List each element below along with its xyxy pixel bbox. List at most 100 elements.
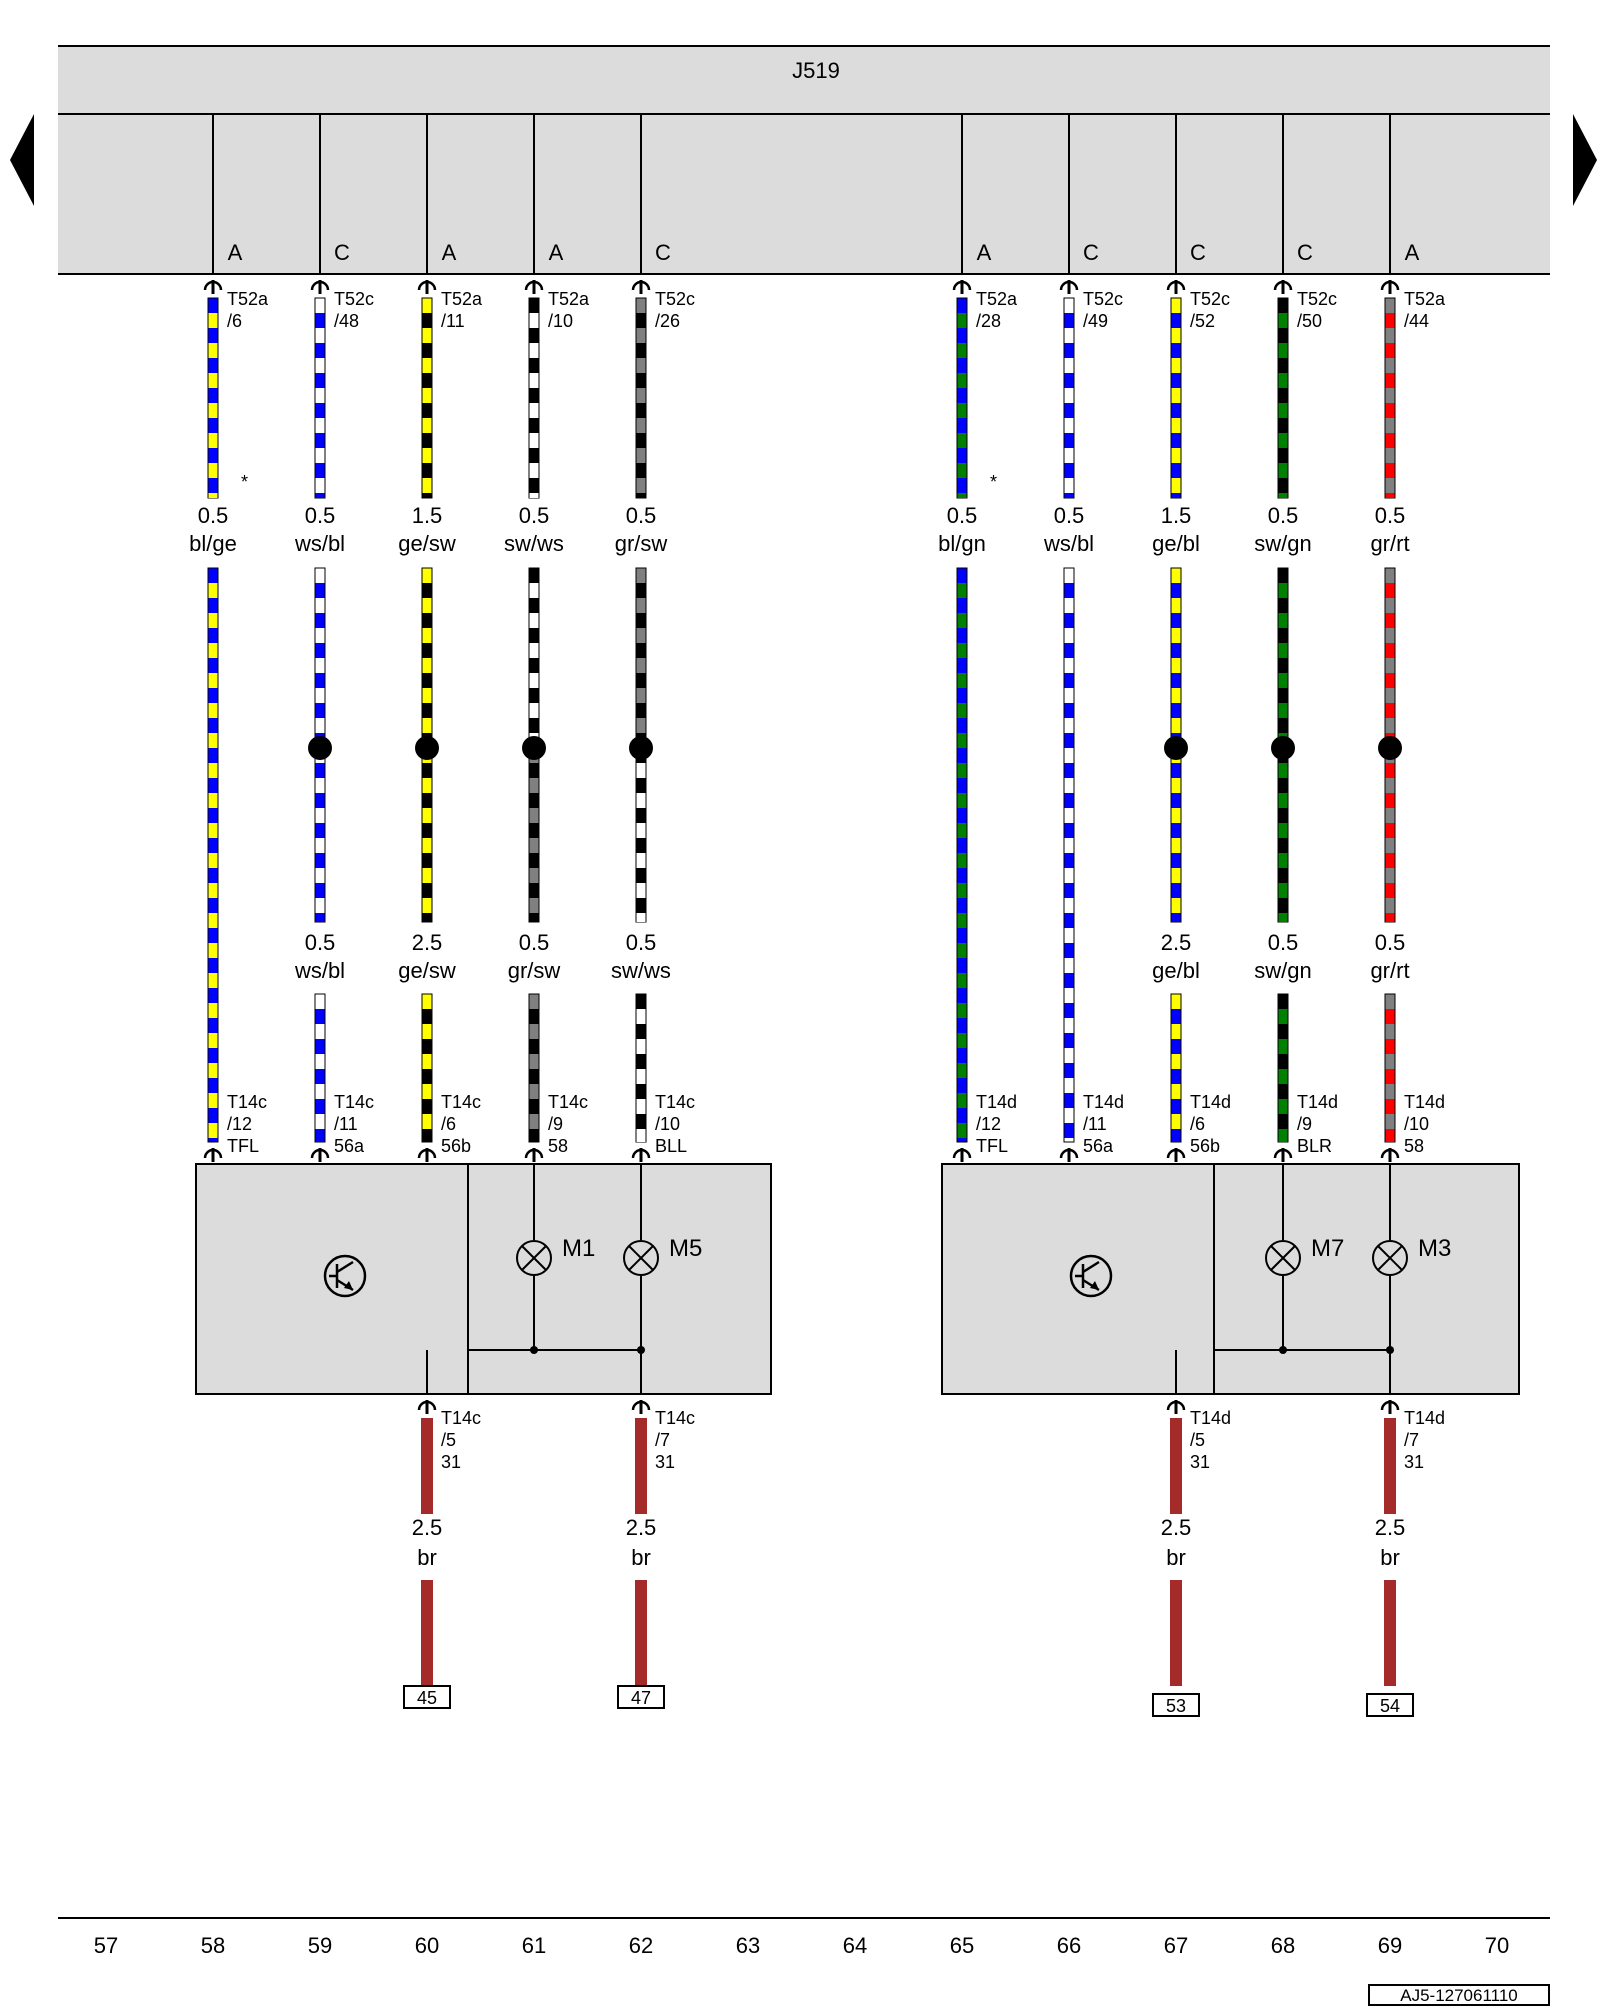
wire-stripe xyxy=(208,883,218,898)
wire-stripe xyxy=(1278,793,1288,808)
ground-point-box xyxy=(617,1685,665,1709)
wire-stripe xyxy=(1064,343,1074,358)
column-number: 63 xyxy=(736,1933,760,1958)
wire-stripe xyxy=(315,1069,325,1084)
upper-connector-icon xyxy=(952,280,972,294)
column-number: 61 xyxy=(522,1933,546,1958)
next-page-arrow-icon[interactable] xyxy=(1573,114,1597,206)
junction-color-label: gr/sw xyxy=(508,958,561,983)
wire-stripe xyxy=(636,1099,646,1114)
wire-stripe xyxy=(529,1069,539,1084)
continuous-wire-segment xyxy=(956,567,968,1143)
lower-terminal-label: BLR xyxy=(1297,1136,1332,1156)
lower-connector-icon xyxy=(631,1148,651,1162)
ground-connector-icon xyxy=(1166,1400,1186,1414)
wire-stripe xyxy=(1064,913,1074,928)
wire-stripe xyxy=(636,1129,646,1142)
wire-stripe xyxy=(957,1123,967,1138)
wire-size-label: 0.5 xyxy=(198,503,229,528)
wire-stripe xyxy=(1278,1129,1288,1142)
wire-stripe xyxy=(1064,1003,1074,1018)
wire-stripe xyxy=(636,763,646,778)
lower-terminal-label: TFL xyxy=(227,1136,259,1156)
ground-connector-icon xyxy=(631,1400,651,1414)
lower-terminal-label: TFL xyxy=(976,1136,1008,1156)
wire-stripe xyxy=(1171,673,1181,688)
lower-pin-label: /6 xyxy=(441,1114,456,1134)
wire-stripe xyxy=(529,853,539,868)
ground-point-box xyxy=(1366,1693,1414,1717)
wire-stripe xyxy=(957,943,967,958)
upper-connector-label: T52c xyxy=(334,289,374,309)
wire-stripe xyxy=(1064,943,1074,958)
wire-stripe xyxy=(315,913,325,922)
wire-stripe xyxy=(1385,403,1395,418)
upper-connector-label: T52a xyxy=(976,289,1018,309)
previous-page-arrow-icon[interactable] xyxy=(10,114,34,206)
pin-group-label: C xyxy=(655,240,671,265)
junction-wire-segment xyxy=(1170,747,1182,923)
lamp-cross-b xyxy=(1377,1245,1403,1271)
wire-stripe xyxy=(636,913,646,922)
wire-stripe xyxy=(208,973,218,988)
upper-wire-segment xyxy=(1277,297,1289,499)
ground-wire-size: 2.5 xyxy=(1375,1515,1406,1540)
transistor-collector xyxy=(1082,1260,1100,1274)
wire-stripe xyxy=(529,793,539,808)
upper-wire-segment xyxy=(1170,297,1182,499)
ground-point-box xyxy=(1152,1693,1200,1717)
junction-size-label: 0.5 xyxy=(519,930,550,955)
wire-stripe xyxy=(208,823,218,838)
ground-wire-size: 2.5 xyxy=(626,1515,657,1540)
lower-terminal-label: 56b xyxy=(441,1136,471,1156)
wire-stripe xyxy=(957,913,967,928)
wire-stripe xyxy=(1385,1129,1395,1142)
wire-stripe xyxy=(208,613,218,628)
wire-stripe xyxy=(1064,583,1074,598)
middle-wire-segment xyxy=(1170,567,1182,749)
wire-stripe xyxy=(1278,343,1288,358)
wire-stripe xyxy=(422,313,432,328)
junction-dot-icon xyxy=(1378,736,1402,760)
wire-stripe xyxy=(422,463,432,478)
upper-pin-label: /11 xyxy=(441,311,465,331)
wire-stripe xyxy=(1064,733,1074,748)
lower-connector-icon xyxy=(1166,1148,1186,1162)
lower-pin-label: /11 xyxy=(1083,1114,1107,1134)
junction-size-label: 2.5 xyxy=(1161,930,1192,955)
junction-color-label: sw/gn xyxy=(1254,958,1311,983)
wire-stripe xyxy=(957,1093,967,1108)
lower-wire-segment xyxy=(1384,993,1396,1143)
wire-size-label: 0.5 xyxy=(947,503,978,528)
wire-stripe xyxy=(1171,793,1181,808)
upper-connector-icon xyxy=(203,280,223,294)
wire-stripe xyxy=(529,343,539,358)
lamp-cross-b xyxy=(628,1245,654,1271)
wire-stripe xyxy=(208,343,218,358)
wire-color-label: ge/bl xyxy=(1152,531,1200,556)
wire-stripe xyxy=(1385,643,1395,658)
wire-color-label: ws/bl xyxy=(1043,531,1094,556)
wire-stripe xyxy=(1385,793,1395,808)
upper-connector-icon xyxy=(1380,280,1400,294)
wire-asterisk: * xyxy=(990,472,997,492)
wire-stripe xyxy=(208,1093,218,1108)
lower-terminal-label: 58 xyxy=(1404,1136,1424,1156)
control-unit-label: J519 xyxy=(792,58,840,83)
junction-size-label: 0.5 xyxy=(305,930,336,955)
wire-stripe xyxy=(1171,823,1181,838)
wire-stripe xyxy=(957,703,967,718)
wire-stripe xyxy=(1278,313,1288,328)
ground-pin-label: /7 xyxy=(655,1430,670,1450)
wire-stripe xyxy=(1385,883,1395,898)
lower-connector-icon xyxy=(1059,1148,1079,1162)
junction-dot-icon xyxy=(522,736,546,760)
junction-size-label: 0.5 xyxy=(1268,930,1299,955)
lamp-icon xyxy=(1372,1240,1408,1276)
